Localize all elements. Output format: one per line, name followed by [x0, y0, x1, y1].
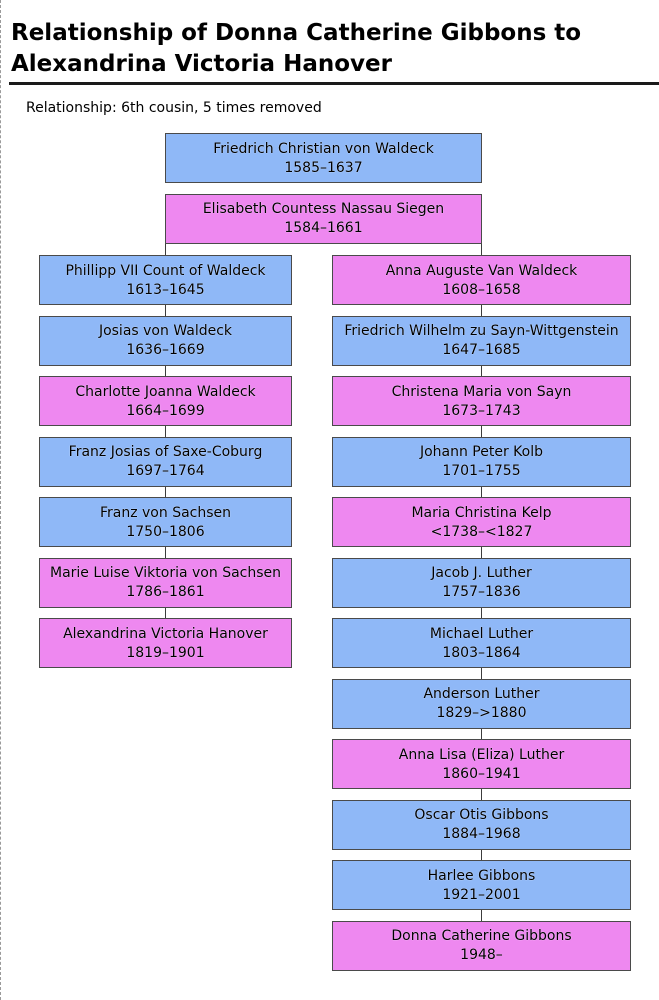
person-years: <1738–<1827: [430, 523, 533, 540]
right-line-person-box[interactable]: Friedrich Wilhelm zu Sayn-Wittgenstein 16…: [332, 315, 631, 366]
person-name: Franz Josias of Saxe-Coburg: [68, 444, 263, 460]
left-line-person-box[interactable]: Phillipp VII Count of Waldeck 1613–1645: [39, 255, 292, 305]
person-years: 1647–1685: [442, 342, 521, 358]
person-name: Alexandrina Victoria Hanover: [63, 625, 268, 642]
right-line-person-box[interactable]: Johann Peter Kolb 1701–1755: [332, 436, 631, 487]
connector-line-left: [165, 243, 166, 255]
left-line-person-box[interactable]: Marie Luise Viktoria von Sachsen 1786–186…: [39, 557, 292, 608]
person-name: Johann Peter Kolb: [419, 444, 544, 460]
person-years: 1757–1836: [442, 584, 521, 600]
person-years: 1819–1901: [126, 644, 205, 661]
person-name: Anderson Luther: [423, 686, 540, 702]
common-ancestor-box[interactable]: Friedrich Christian von Waldeck 1585–1637: [165, 133, 482, 183]
person-name: Friedrich Wilhelm zu Sayn-Wittgenstein: [344, 323, 619, 339]
person-name: Charlotte Joanna Waldeck: [75, 383, 256, 400]
person-name: Marie Luise Viktoria von Sachsen: [49, 565, 282, 581]
person-name: Friedrich Christian von Waldeck: [213, 140, 434, 157]
person-name: Franz von Sachsen: [99, 504, 232, 521]
page-title: Relationship of Donna Catherine Gibbons …: [11, 18, 651, 80]
right-line-person-box[interactable]: Oscar Otis Gibbons 1884–1968: [332, 799, 631, 850]
person-years: 1584–1661: [284, 220, 363, 236]
right-line-person-box[interactable]: Anderson Luther 1829–>1880: [332, 678, 631, 729]
person-name: Phillipp VII Count of Waldeck: [65, 262, 266, 279]
person-years: 1608–1658: [442, 281, 521, 298]
person-years: 1697–1764: [126, 463, 205, 479]
right-line-person-box[interactable]: Harlee Gibbons 1921–2001: [332, 860, 631, 910]
person-name: Maria Christina Kelp: [411, 504, 552, 521]
right-line-person-box[interactable]: Christena Maria von Sayn 1673–1743: [332, 376, 631, 426]
relationship-label: Relationship: 6th cousin, 5 times remove…: [26, 100, 322, 116]
person-name: Anna Auguste Van Waldeck: [385, 262, 578, 279]
person-years: 1948–: [460, 947, 503, 963]
person-years: 1829–>1880: [436, 705, 527, 721]
person-years: 1786–1861: [126, 584, 205, 600]
left-line-person-box[interactable]: Alexandrina Victoria Hanover 1819–1901: [39, 618, 292, 668]
person-name: Michael Luther: [429, 625, 534, 642]
page-left-border: [0, 0, 1, 1000]
person-name: Anna Lisa (Eliza) Luther: [398, 746, 565, 763]
connector-line-right: [481, 243, 482, 255]
common-ancestor-box[interactable]: Elisabeth Countess Nassau Siegen 1584–166…: [165, 193, 482, 244]
right-line-person-box[interactable]: Donna Catherine Gibbons 1948–: [332, 920, 631, 971]
person-years: 1921–2001: [442, 886, 521, 903]
left-line-person-box[interactable]: Franz Josias of Saxe-Coburg 1697–1764: [39, 436, 292, 487]
person-years: 1636–1669: [126, 342, 205, 358]
person-years: 1884–1968: [442, 826, 521, 842]
left-line-person-box[interactable]: Josias von Waldeck 1636–1669: [39, 315, 292, 366]
person-years: 1750–1806: [126, 523, 205, 540]
right-line-person-box[interactable]: Michael Luther 1803–1864: [332, 618, 631, 668]
right-line-person-box[interactable]: Anna Lisa (Eliza) Luther 1860–1941: [332, 739, 631, 789]
person-years: 1585–1637: [284, 159, 363, 176]
person-years: 1803–1864: [442, 644, 521, 661]
right-line-person-box[interactable]: Maria Christina Kelp <1738–<1827: [332, 497, 631, 547]
person-years: 1613–1645: [126, 281, 205, 298]
person-years: 1664–1699: [126, 402, 205, 419]
page-title-line-2: Alexandrina Victoria Hanover: [11, 51, 392, 77]
person-name: Donna Catherine Gibbons: [391, 928, 572, 944]
left-line-person-box[interactable]: Charlotte Joanna Waldeck 1664–1699: [39, 376, 292, 426]
person-name: Elisabeth Countess Nassau Siegen: [202, 201, 445, 217]
person-name: Josias von Waldeck: [98, 323, 233, 339]
right-line-person-box[interactable]: Anna Auguste Van Waldeck 1608–1658: [332, 255, 631, 305]
left-line-person-box[interactable]: Franz von Sachsen 1750–1806: [39, 497, 292, 547]
person-name: Oscar Otis Gibbons: [414, 807, 549, 823]
title-divider: [9, 82, 659, 85]
person-years: 1860–1941: [442, 765, 521, 782]
person-years: 1701–1755: [442, 463, 521, 479]
person-name: Harlee Gibbons: [427, 867, 536, 884]
person-name: Jacob J. Luther: [431, 565, 532, 581]
person-years: 1673–1743: [442, 402, 521, 419]
right-line-person-box[interactable]: Jacob J. Luther 1757–1836: [332, 557, 631, 608]
page-title-line-1: Relationship of Donna Catherine Gibbons …: [11, 20, 582, 46]
person-name: Christena Maria von Sayn: [391, 383, 572, 400]
